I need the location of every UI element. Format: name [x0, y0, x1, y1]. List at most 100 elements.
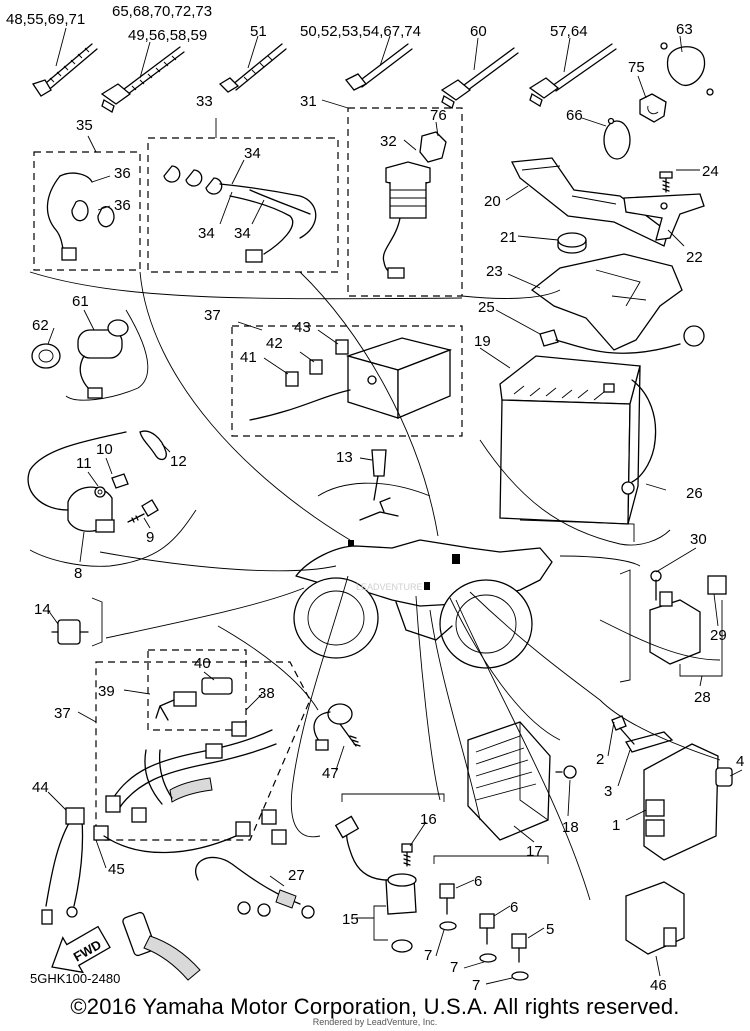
bolt-2-icon — [611, 715, 635, 745]
callout-15: 15 — [342, 911, 359, 928]
spark-plug-13-icon — [371, 449, 387, 501]
callout-57-64: 57,64 — [550, 23, 588, 40]
callout-62: 62 — [32, 317, 49, 334]
callout-76: 76 — [430, 107, 447, 124]
callout-60: 60 — [470, 23, 487, 40]
battery-lead-25-icon — [539, 325, 705, 354]
battery-19-icon — [499, 355, 641, 525]
starter-relay-61-icon — [77, 319, 129, 399]
negative-lead-27-icon — [195, 856, 315, 919]
cable-tie-57-icon — [528, 43, 617, 107]
callout-37-lower: 37 — [54, 705, 71, 722]
callout-12: 12 — [170, 453, 187, 470]
callout-44: 44 — [32, 779, 49, 796]
connector-4-icon — [715, 767, 733, 787]
callout-34b: 34 — [198, 225, 215, 242]
callout-19: 19 — [474, 333, 491, 350]
callout-37-upper: 37 — [204, 307, 221, 324]
parts-5-6-7-icon — [439, 883, 529, 981]
main-switch-32-icon — [382, 161, 431, 279]
callout-39: 39 — [98, 683, 115, 700]
cap-12-icon — [27, 430, 167, 511]
key-cap-76-icon — [419, 131, 447, 163]
bracket-5-6-7 — [433, 855, 549, 864]
callout-4: 4 — [736, 753, 744, 770]
callout-31: 31 — [300, 93, 317, 110]
fuse-41-42-43-icon — [285, 339, 349, 387]
callout-20: 20 — [484, 193, 501, 210]
callout-labels: 48,55,69,71 65,68,70,72,73 49,56,58,59 5… — [6, 3, 744, 994]
bracket-28-29-30 — [619, 569, 631, 683]
fuse-box-group-box — [231, 325, 463, 437]
callout-28: 28 — [694, 689, 711, 706]
connector-cover-icon — [122, 911, 201, 981]
callout-63: 63 — [676, 21, 693, 38]
callout-7a: 7 — [424, 947, 432, 964]
cable-tie-49-icon — [100, 46, 185, 113]
relay-28-bracket-line — [679, 600, 723, 677]
callout-26: 26 — [686, 485, 703, 502]
bracket-15-16 — [341, 793, 445, 802]
screw-16-icon — [401, 843, 413, 867]
bracket-15 — [373, 905, 388, 941]
callout-36b: 36 — [114, 197, 131, 214]
cable-tie-51-icon — [218, 43, 287, 93]
band-66-icon — [603, 117, 631, 160]
harness-45-icon — [41, 807, 287, 925]
callout-38: 38 — [258, 685, 275, 702]
callout-1: 1 — [612, 817, 620, 834]
callout-6b: 6 — [510, 899, 518, 916]
callout-47: 47 — [322, 765, 339, 782]
callout-48-55-69-71: 48,55,69,71 — [6, 11, 85, 28]
switch-47-icon — [313, 703, 361, 751]
harness-33-box — [147, 137, 339, 273]
callout-33: 33 — [196, 93, 213, 110]
callout-45: 45 — [108, 861, 125, 878]
battery-lead-26-icon — [621, 379, 657, 495]
callout-11: 11 — [76, 455, 92, 472]
fwd-arrow-icon — [51, 925, 111, 974]
callout-3: 3 — [604, 783, 612, 800]
callout-46: 46 — [650, 977, 667, 994]
cable-tie-60-icon — [440, 47, 519, 109]
harness-33-icon — [163, 165, 317, 263]
cdi-unit-1-icon — [643, 743, 719, 861]
callout-8: 8 — [74, 565, 82, 582]
callout-32: 32 — [380, 133, 397, 150]
callout-2: 2 — [596, 751, 604, 768]
clamp-75-icon — [639, 93, 667, 123]
callout-34a: 34 — [244, 145, 261, 162]
callout-5: 5 — [546, 921, 554, 938]
connection-lines — [29, 271, 721, 901]
callout-16: 16 — [420, 811, 437, 828]
starter-relay-28-icon — [649, 570, 727, 665]
callout-25: 25 — [478, 299, 495, 316]
copyright-notice: ©2016 Yamaha Motor Corporation, U.S.A. A… — [70, 994, 680, 1019]
callout-27: 27 — [288, 867, 305, 884]
callout-17: 17 — [526, 843, 543, 860]
callout-23: 23 — [486, 263, 503, 280]
callout-14: 14 — [34, 601, 51, 618]
socket-62-icon — [31, 343, 61, 369]
band-63-icon — [660, 42, 714, 96]
callout-6a: 6 — [474, 873, 482, 890]
callout-34c: 34 — [234, 225, 251, 242]
ignition-coil-8-icon — [67, 486, 115, 533]
callout-75: 75 — [628, 59, 645, 76]
sensor-14-icon — [51, 619, 89, 645]
leader-lines — [47, 27, 743, 985]
callout-9: 9 — [146, 529, 154, 546]
callout-40: 40 — [194, 655, 211, 672]
fuse-box-icon — [249, 337, 453, 421]
wire-harness-icon — [105, 721, 277, 823]
bolt-10-icon — [111, 473, 129, 489]
callout-35: 35 — [76, 117, 93, 134]
harness-39-box — [147, 649, 247, 731]
spark-lead — [317, 482, 431, 497]
callout-29: 29 — [710, 627, 727, 644]
callout-24: 24 — [702, 163, 719, 180]
bolt-18-icon — [555, 765, 577, 779]
callout-66: 66 — [566, 107, 583, 124]
rectifier-17-icon — [467, 721, 551, 841]
